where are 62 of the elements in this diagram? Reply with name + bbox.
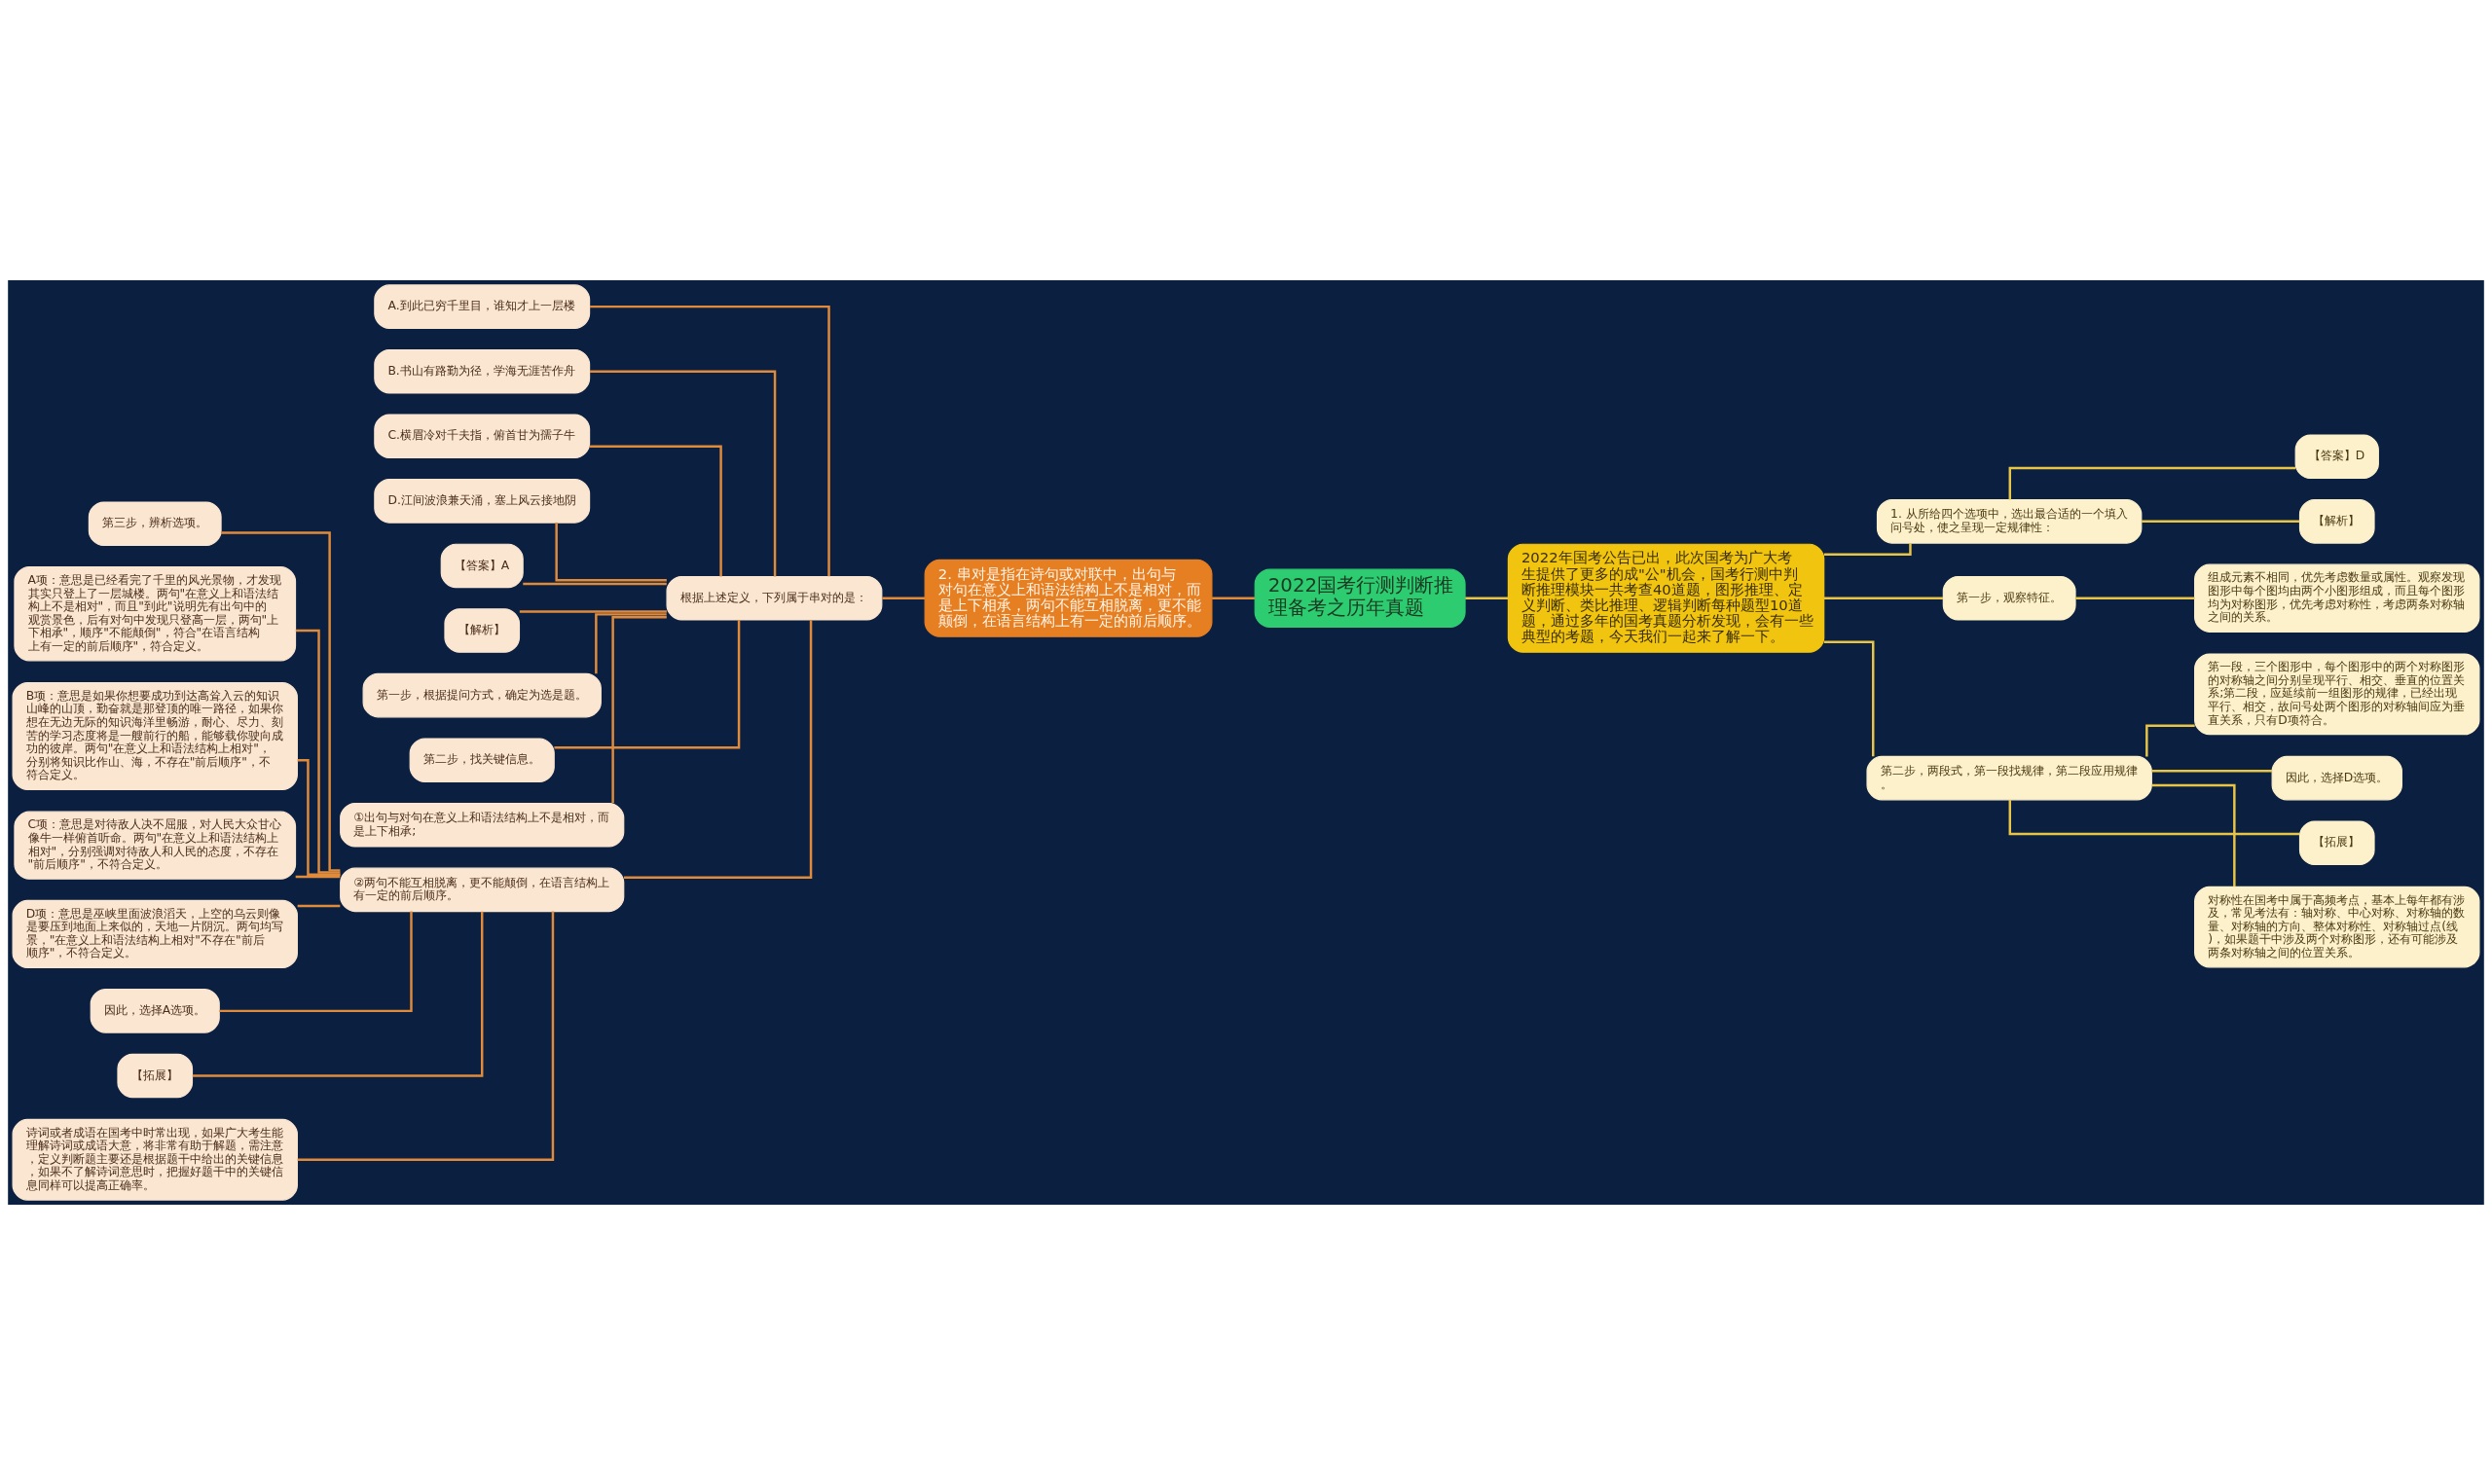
- connector: [2151, 769, 2272, 772]
- connector: [1212, 597, 1255, 599]
- connector: [219, 911, 413, 1012]
- node-box: D项：意思是巫峡里面波浪滔天，上空的乌云则像是要压到地面上来似的，天地一片阴沉。两句均写景，"在意义上和语法结构上相对"不存在"前后顺序"，不符合定义。: [12, 899, 298, 968]
- node-box: 【拓展】: [117, 1053, 194, 1098]
- connector: [519, 609, 667, 613]
- connector: [2075, 597, 2195, 599]
- node-box: 【答案】A: [440, 543, 524, 588]
- connector: [1823, 640, 1875, 756]
- connector: [2142, 520, 2300, 523]
- node-box: 2022国考行测判断推理备考之历年真题: [1254, 568, 1466, 628]
- node-box: ②两句不能互相脱离，更不能颠倒，在语言结构上有一定的前后顺序。: [340, 867, 625, 912]
- node-box: 组成元素不相同，优先考虑数量或属性。观察发现图形中每个图均由两个小图形组成，而且每个图形均为对称图形，优先考虑对称性，考虑两条对称轴之间的关系。: [2194, 563, 2480, 633]
- connector: [611, 615, 667, 803]
- node-box: B.书山有路勤为径，学海无涯苦作舟: [374, 348, 591, 393]
- connector: [2145, 724, 2195, 756]
- node-box: D.江间波浪兼天涌，塞上风云接地阴: [374, 478, 591, 524]
- connector: [623, 619, 813, 879]
- connector: [555, 522, 667, 581]
- connector: [589, 445, 722, 576]
- node-box: 【拓展】: [2298, 819, 2375, 865]
- connector: [595, 612, 667, 673]
- connector: [221, 530, 341, 872]
- node-box: 第二步，找关键信息。: [409, 737, 555, 782]
- node-box: 2. 串对是指在诗句或对联中，出句与对句在意义上和语法结构上不是相对，而是上下相承，两句不能互相脱离，更不能颠倒，在语言结构上有一定的前后顺序。: [924, 559, 1213, 637]
- node-box: 【答案】D: [2294, 433, 2379, 479]
- node-box: C.横眉冷对千夫指，俯首甘为孺子牛: [374, 413, 591, 458]
- node-box: 第一段，三个图形中，每个图形中的两个对称图形的对称轴之间分别呈现平行、相交、垂直的位置关系;第二段，应延续前一组图形的规律，已经出现平行、相交，故问号处两个图形的对称轴间应为垂直关系，只有D项符合。: [2194, 652, 2480, 735]
- connector: [554, 619, 741, 748]
- node-box: A.到此已穷千里目，谁知才上一层楼: [374, 283, 591, 329]
- connector: [1824, 542, 1912, 556]
- connector: [589, 369, 777, 576]
- node-box: 第一步，根据提问方式，确定为选是题。: [362, 672, 602, 717]
- connector: [192, 911, 484, 1077]
- connector: [590, 305, 830, 576]
- connector: [882, 597, 926, 599]
- connector: [1465, 597, 1509, 599]
- connector: [2008, 799, 2300, 835]
- node-box: 【解析】: [444, 607, 521, 653]
- node-box: 【解析】: [2298, 498, 2375, 544]
- node-box: 2022年国考公告已出，此次国考为广大考生提供了更多的成"公"机会，国考行测中判断推理模块一共考查40道题，图形推理、定义判断、类比推理、逻辑判断每种题型10道题，通过多年的国考真题分析发现，会有一些典型的考题，今天我们一起来了解一下。: [1507, 543, 1825, 653]
- node-box: 1. 从所给四个选项中，选出最合适的一个填入问号处，使之呈现一定规律性：: [1876, 498, 2143, 544]
- node-box: B项：意思是如果你想要成功到达高耸入云的知识山峰的山顶，勤奋就是那登顶的唯一路径，如果你想在无边无际的知识海洋里畅游，耐心、尽力、刻苦的学习态度将是一艘前行的船，能够载你驶向成功的彼岸。两句"在意义上和语法结构上相对"，分别将知识比作山、海，不存在"前后顺序"，不符合定义。: [12, 681, 298, 790]
- node-box: ①出句与对句在意义上和语法结构上不是相对，而是上下相承;: [340, 802, 625, 848]
- connector: [295, 875, 341, 878]
- node-box: C项：意思是对待敌人决不屈服，对人民大众甘心像牛一样俯首听命。两句"在意义上和语法结构上相对"，分别强调对待敌人和人民的态度，不存在"前后顺序"，不符合定义。: [14, 811, 297, 880]
- connector: [297, 904, 341, 907]
- node-box: 对称性在国考中属于高频考点，基本上每年都有涉及，常见考法有：轴对称、中心对称、对称轴的数量、对称轴的方向、整体对称性、对称轴过点(线)，如果题干中涉及两个对称图形，还有可能涉及两条对称轴之间的位置关系。: [2194, 886, 2480, 967]
- node-box: 诗词或者成语在国考中时常出现，如果广大考生能理解诗词或成语大意，将非常有助于解题，需注意，定义判断题主要还是根据题干中给出的关键信息，如果不了解诗词意思时，把握好题干中的关键信息同样可以提高正确率。: [12, 1118, 298, 1201]
- connector: [295, 629, 341, 874]
- node-box: 第三步，辨析选项。: [88, 501, 222, 546]
- connector: [297, 758, 341, 876]
- node-box: A项：意思是已经看完了千里的风光景物，才发现其实只登上了一层城楼。两句"在意义上和语法结构上不是相对"，而且"到此"说明先有出句中的观赏景色，后有对句中发现只登高一层，两句"上下相承"，顺序"不能颠倒"，符合"在语言结构上有一定的前后顺序"，符合定义。: [14, 565, 297, 661]
- connector: [1823, 597, 1943, 599]
- node-box: 因此，选择A选项。: [90, 988, 220, 1033]
- node-box: 第一步，观察特征。: [1942, 575, 2076, 621]
- node-box: 根据上述定义，下列属于串对的是：: [666, 575, 883, 621]
- connector: [297, 911, 555, 1161]
- node-box: 因此，选择D选项。: [2271, 755, 2402, 800]
- connector: [523, 582, 667, 585]
- node-box: 第二步，两段式，第一段找规律，第二段应用规律。: [1866, 755, 2152, 800]
- connector: [2151, 783, 2236, 887]
